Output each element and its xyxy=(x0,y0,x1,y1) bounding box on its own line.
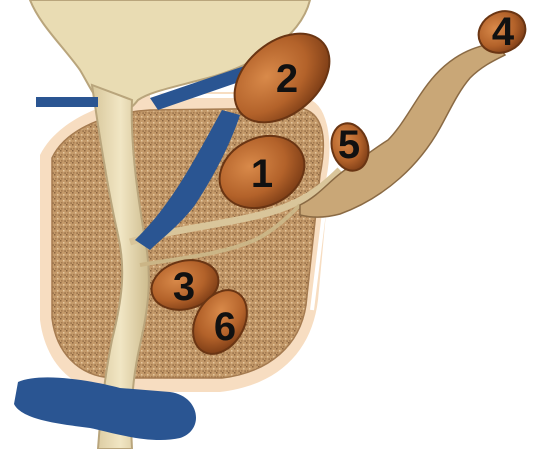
seminal-vesicle xyxy=(299,41,507,218)
structure-4: 4 xyxy=(477,10,527,54)
label-6: 6 xyxy=(214,305,236,349)
label-3: 3 xyxy=(173,265,195,309)
structure-1: 1 xyxy=(218,135,306,209)
label-5: 5 xyxy=(338,123,360,167)
label-1: 1 xyxy=(251,152,273,196)
muscle-band-left xyxy=(36,97,98,107)
structure-3: 3 xyxy=(150,259,220,311)
structure-5: 5 xyxy=(330,122,370,172)
structure-6: 6 xyxy=(192,289,248,355)
muscle-band-top xyxy=(150,60,268,110)
prostatic-duct xyxy=(139,203,302,267)
structure-2: 2 xyxy=(233,32,331,124)
label-2: 2 xyxy=(276,57,298,101)
muscle-band-diagonal xyxy=(135,110,240,250)
label-4: 4 xyxy=(492,10,515,54)
muscle-band-bottom xyxy=(14,377,197,441)
